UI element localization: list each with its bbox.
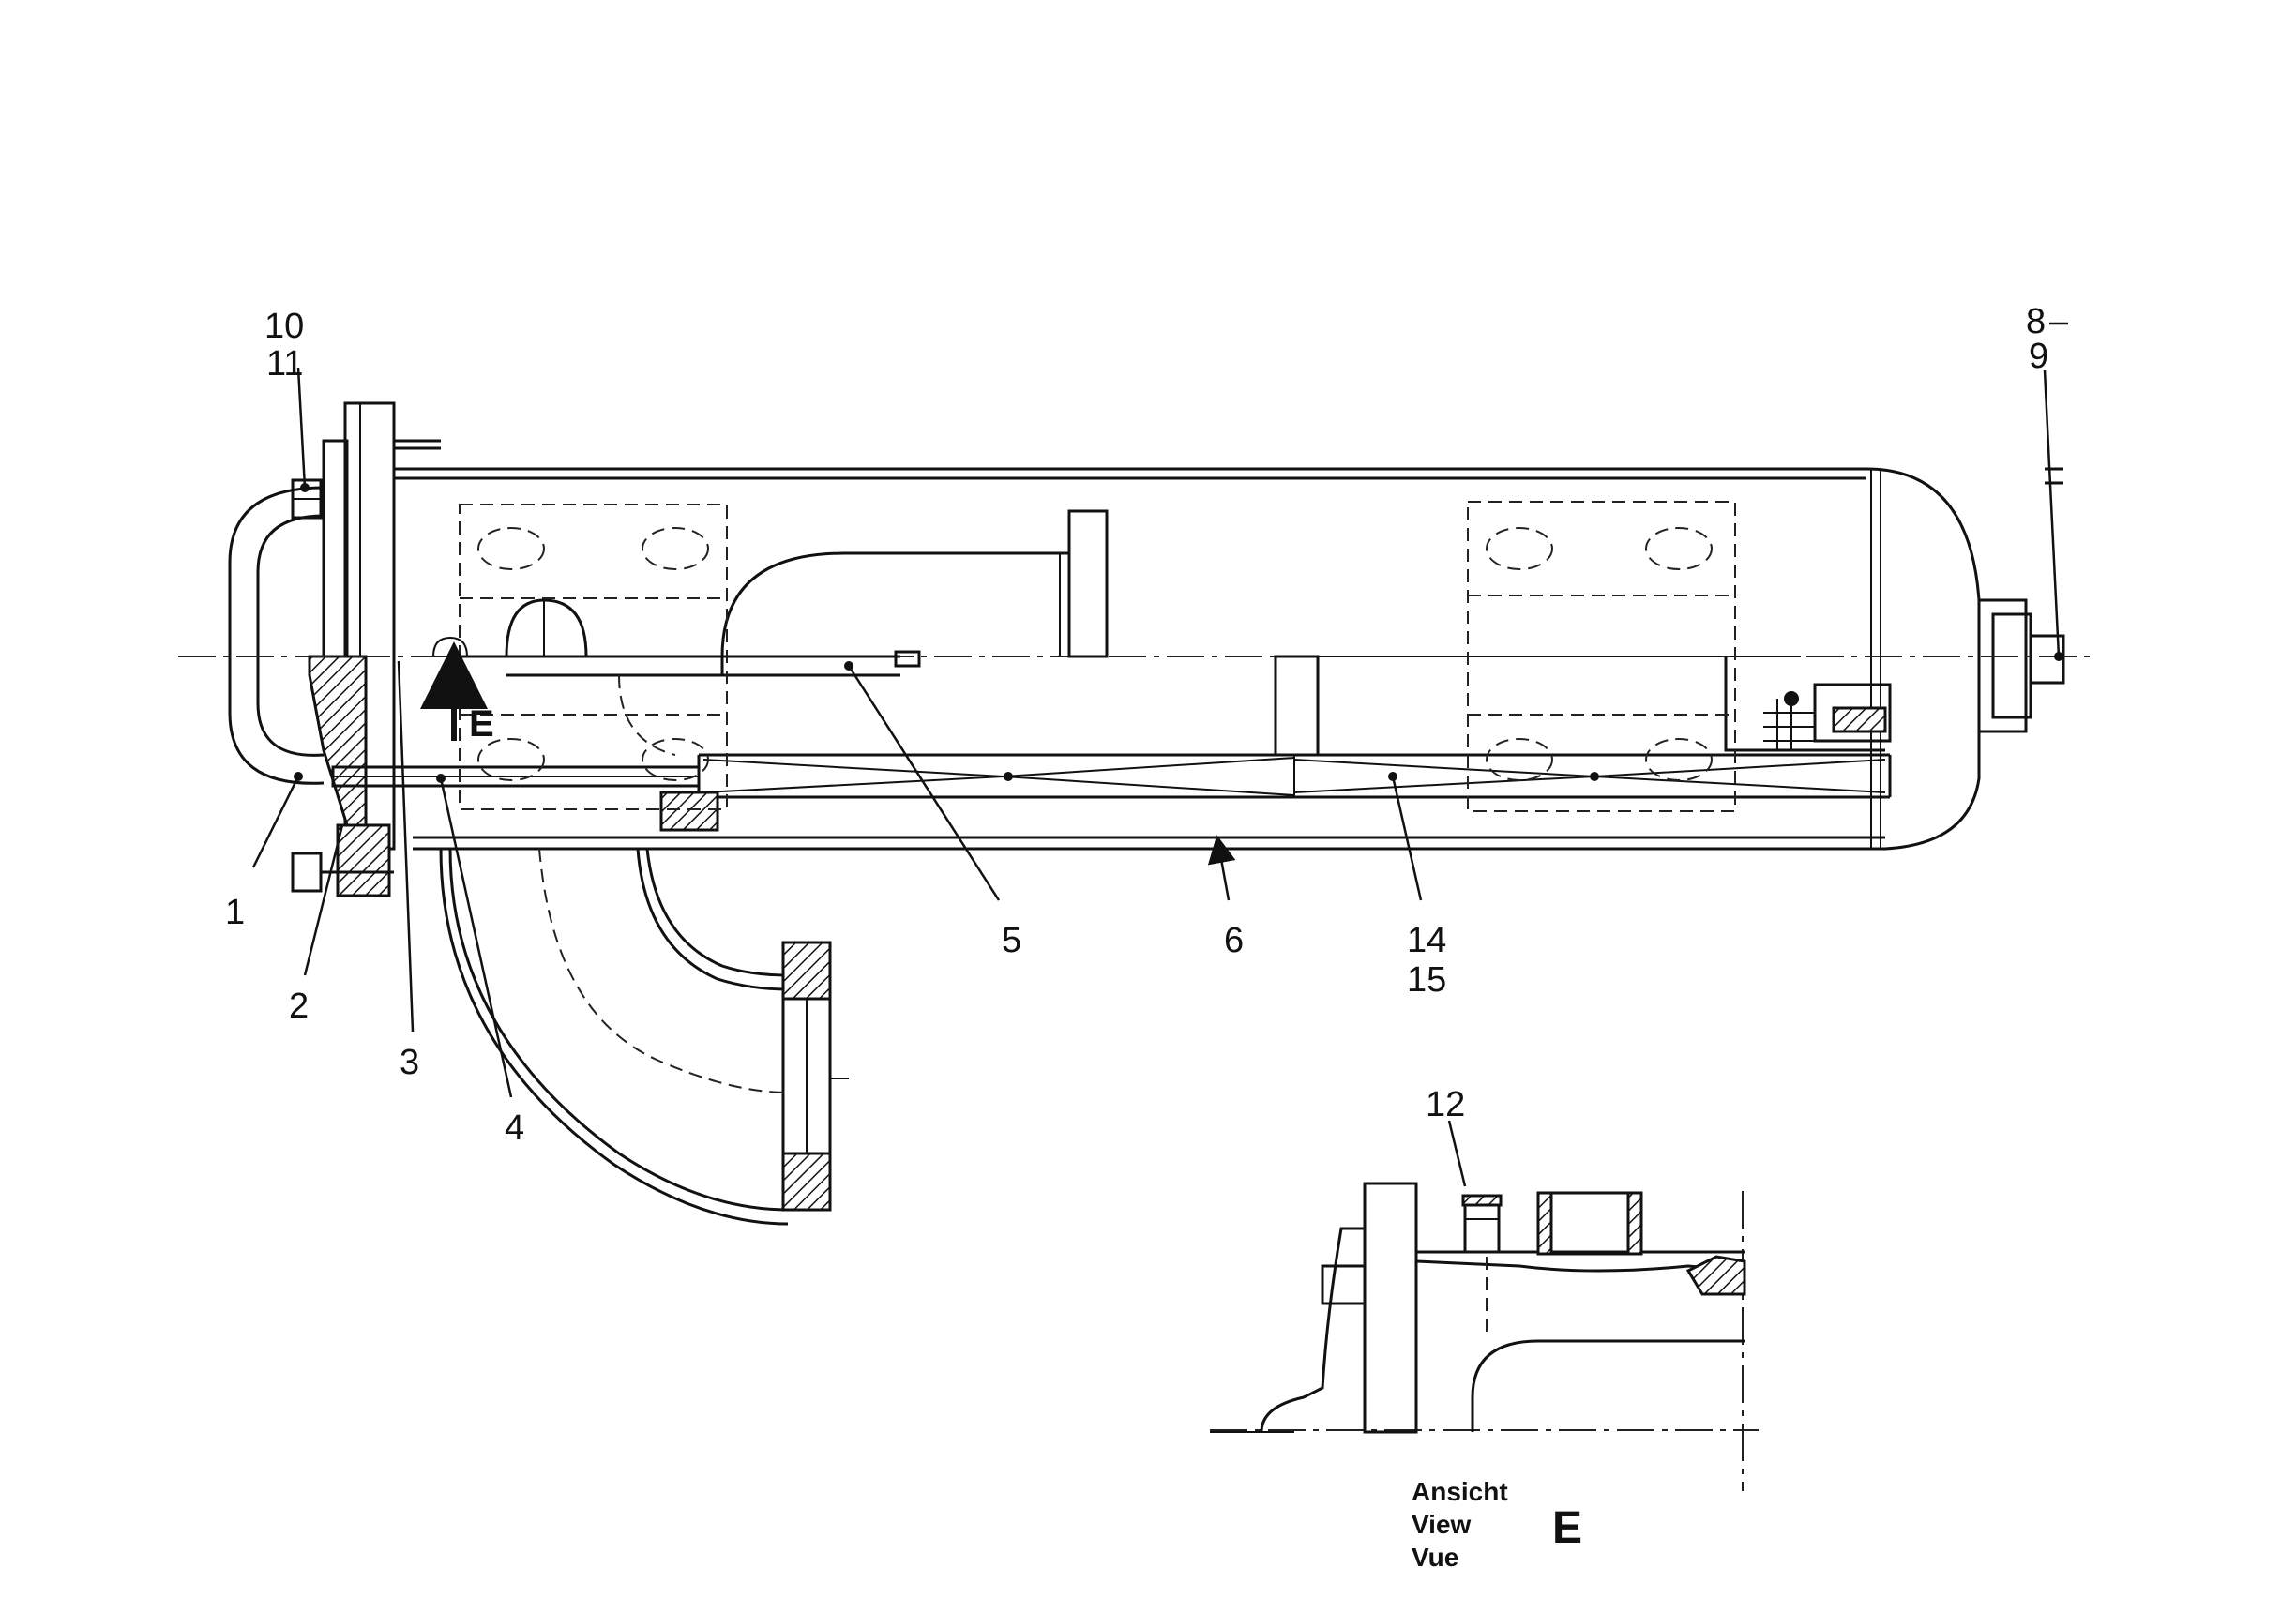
- callout-10: 10: [264, 307, 304, 346]
- callout-9: 9: [2029, 337, 2048, 376]
- callout-dots: [294, 483, 2063, 783]
- view-label-fr: Vue: [1412, 1543, 1458, 1572]
- flange-bolt-top: [291, 478, 323, 520]
- section-marker-e: E: [420, 636, 494, 745]
- upper-elbow: [720, 509, 1109, 675]
- callout-1: 1: [225, 893, 245, 932]
- callout-15: 15: [1407, 960, 1446, 1000]
- callout-14: 14: [1407, 921, 1446, 960]
- leader-lines: [251, 367, 2061, 1187]
- inner-bend: [618, 674, 676, 756]
- callout-12: 12: [1426, 1085, 1465, 1124]
- main-assembly: E 10 11 8: [178, 302, 2092, 1226]
- view-label-en: View: [1412, 1510, 1472, 1539]
- flange-bolt-bottom: [291, 823, 394, 897]
- left-flange: [308, 401, 441, 851]
- view-label-de: Ansicht: [1412, 1477, 1508, 1506]
- mounting-plate-right: [1467, 501, 1736, 812]
- internal-rod: [331, 765, 701, 788]
- callout-2: 2: [289, 987, 309, 1026]
- partition-plate: [1274, 655, 1320, 757]
- callout-11: 11: [266, 344, 303, 384]
- callout-8: 8: [2026, 302, 2046, 341]
- handle: [228, 486, 325, 785]
- callouts: 10 11 8 9 1 2 3 4 5 6 14 15 12: [225, 302, 2068, 1148]
- upper-tube: [450, 598, 921, 677]
- callout-4: 4: [505, 1108, 524, 1148]
- detail-view-e: [1210, 1182, 1759, 1491]
- element-seal: [659, 791, 719, 832]
- callout-5: 5: [1002, 921, 1021, 960]
- lower-elbow: [439, 848, 849, 1226]
- callout-3: 3: [400, 1043, 419, 1082]
- view-label-letter: E: [1552, 1503, 1582, 1553]
- tank-shell: [394, 467, 2065, 851]
- view-label: Ansicht View Vue E: [1412, 1477, 1582, 1572]
- section-marker-letter: E: [469, 703, 494, 745]
- check-valve: [1763, 683, 1892, 750]
- callout-6: 6: [1224, 921, 1244, 960]
